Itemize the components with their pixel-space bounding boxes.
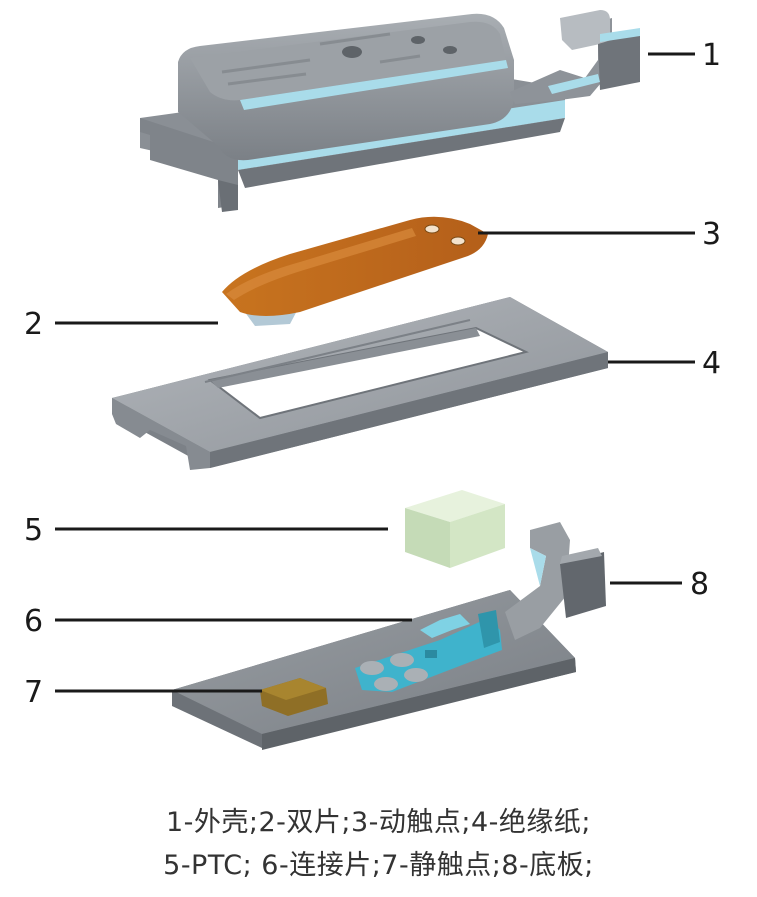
base-plate-part bbox=[172, 522, 606, 750]
callout-4: 4 bbox=[702, 346, 721, 381]
callout-5: 5 bbox=[24, 513, 43, 548]
leader-lines bbox=[55, 52, 695, 693]
bimetal-part bbox=[222, 216, 488, 326]
callout-7: 7 bbox=[24, 675, 43, 710]
legend-line-1: 1-外壳;2-双片;3-动触点;4-绝缘纸; bbox=[165, 807, 592, 838]
ptc-part bbox=[405, 490, 505, 568]
callout-3: 3 bbox=[702, 217, 721, 252]
housing-part bbox=[140, 10, 640, 212]
callout-1: 1 bbox=[702, 38, 721, 73]
insulation-paper-part bbox=[112, 297, 608, 470]
callout-6: 6 bbox=[24, 604, 43, 639]
connector-part bbox=[355, 610, 502, 692]
static-contact-part bbox=[260, 678, 328, 716]
legend-line-2: 5-PTC; 6-连接片;7-静触点;8-底板; bbox=[163, 850, 594, 881]
callout-2: 2 bbox=[24, 307, 43, 342]
callout-8: 8 bbox=[690, 567, 709, 602]
